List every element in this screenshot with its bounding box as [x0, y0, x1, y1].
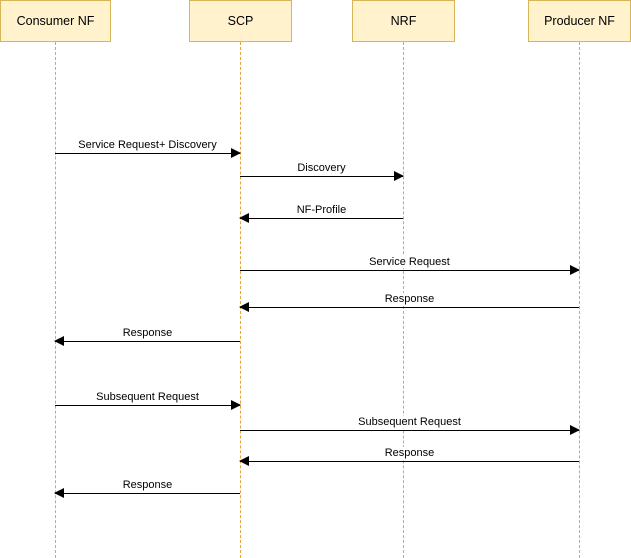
message-arrow[interactable]: Response	[239, 447, 579, 466]
message-label: Response	[382, 447, 437, 459]
message-label: Subsequent Request	[94, 391, 201, 403]
lifeline-consumer-nf	[55, 42, 56, 558]
message-arrow[interactable]: Service Request	[240, 256, 580, 275]
lifeline-producer-nf	[579, 42, 580, 558]
participant-box-consumer-nf[interactable]: Consumer NF	[0, 0, 111, 42]
participant-label-producer-nf: Producer NF	[544, 13, 615, 28]
participant-box-producer-nf[interactable]: Producer NF	[528, 0, 631, 42]
message-line	[55, 341, 240, 342]
message-label-wrapper: Subsequent Request	[240, 416, 579, 428]
message-arrow[interactable]: Subsequent Request	[240, 416, 580, 435]
message-label: Service Request	[367, 256, 452, 268]
message-arrow[interactable]: Response	[54, 479, 240, 498]
message-line	[240, 461, 579, 462]
arrowhead-icon	[231, 148, 241, 158]
message-arrow[interactable]: Service Request+ Discovery	[55, 139, 241, 158]
arrowhead-icon	[570, 265, 580, 275]
message-label: Response	[120, 479, 175, 491]
arrowhead-icon	[570, 425, 580, 435]
arrowhead-icon	[394, 171, 404, 181]
message-line	[55, 493, 240, 494]
message-label-wrapper: Response	[55, 479, 240, 491]
message-label-wrapper: Response	[55, 327, 240, 339]
message-label: Subsequent Request	[356, 416, 463, 428]
arrowhead-icon	[239, 213, 249, 223]
message-label-wrapper: Response	[240, 293, 579, 305]
message-label: Response	[120, 327, 175, 339]
message-arrow[interactable]: Response	[239, 293, 579, 312]
message-line	[240, 430, 579, 431]
participant-label-consumer-nf: Consumer NF	[16, 13, 95, 28]
message-line	[240, 218, 403, 219]
participant-box-scp[interactable]: SCP	[189, 0, 292, 42]
message-label-wrapper: Service Request+ Discovery	[55, 139, 240, 151]
message-line	[55, 153, 240, 154]
message-arrow[interactable]: Discovery	[240, 162, 404, 181]
message-label-wrapper: Response	[240, 447, 579, 459]
message-label: Service Request+ Discovery	[76, 139, 219, 151]
message-label: NF-Profile	[294, 204, 349, 216]
message-arrow[interactable]: Subsequent Request	[55, 391, 241, 410]
arrowhead-icon	[231, 400, 241, 410]
message-label: Discovery	[295, 162, 348, 174]
arrowhead-icon	[54, 336, 64, 346]
participant-box-nrf[interactable]: NRF	[352, 0, 455, 42]
message-label-wrapper: Service Request	[240, 256, 579, 268]
message-line	[240, 270, 579, 271]
message-arrow[interactable]: Response	[54, 327, 240, 346]
message-label-wrapper: Discovery	[240, 162, 403, 174]
participant-label-scp: SCP	[227, 13, 254, 28]
lifeline-scp	[240, 42, 241, 558]
arrowhead-icon	[239, 456, 249, 466]
message-line	[240, 176, 403, 177]
message-line	[55, 405, 240, 406]
arrowhead-icon	[239, 302, 249, 312]
message-line	[240, 307, 579, 308]
message-label-wrapper: Subsequent Request	[55, 391, 240, 403]
message-label-wrapper: NF-Profile	[240, 204, 403, 216]
message-arrow[interactable]: NF-Profile	[239, 204, 403, 223]
arrowhead-icon	[54, 488, 64, 498]
message-label: Response	[382, 293, 437, 305]
participant-label-nrf: NRF	[390, 13, 417, 28]
